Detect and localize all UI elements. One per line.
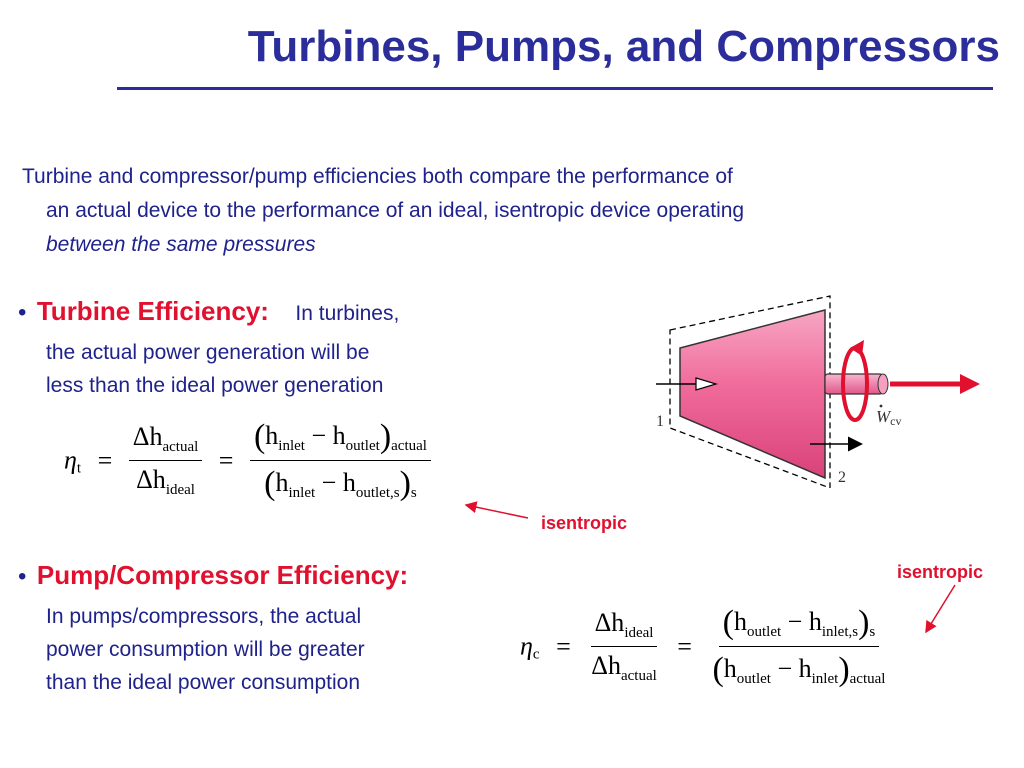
title-underline (117, 87, 993, 90)
pump-heading-row: • Pump/Compressor Efficiency: (18, 560, 408, 591)
isentropic-label-2: isentropic (897, 562, 984, 582)
pump-efficiency-equation: ηc = Δhideal Δhactual = (houtlet − hinle… (520, 604, 886, 688)
pump-line-2: power consumption will be greater (46, 638, 365, 661)
intro-paragraph: Turbine and compressor/pump efficiencies… (22, 160, 1002, 262)
turbine-heading-row: • Turbine Efficiency: In turbines, (18, 296, 399, 330)
isentropic-arrow-2 (925, 584, 956, 634)
turbine-heading: Turbine Efficiency: (36, 296, 269, 326)
turbine-line-2: the actual power generation will be (46, 341, 370, 364)
inlet-label: 1 (656, 413, 664, 430)
turbine-line-3: less than the ideal power generation (46, 374, 384, 397)
intro-line-2: an actual device to the performance of a… (46, 199, 745, 222)
intro-line-1: Turbine and compressor/pump efficiencies… (22, 165, 733, 188)
pump-line-3: than the ideal power consumption (46, 671, 361, 694)
bullet-turbine: • (18, 299, 27, 326)
pump-body: In pumps/compressors, the actual power c… (46, 600, 365, 699)
turbine-body: the actual power generation will be less… (46, 336, 383, 402)
turbine-body (679, 309, 826, 480)
outlet-label: 2 (838, 469, 846, 486)
page-title: Turbines, Pumps, and Compressors (247, 22, 1000, 71)
isentropic-label-1: isentropic (541, 513, 628, 533)
turbine-efficiency-equation: ηt = Δhactual Δhideal = (hinlet − houtle… (64, 418, 431, 503)
bullet-pump: • (18, 563, 27, 590)
turbine-lead-text: In turbines, (295, 302, 400, 325)
pump-line-1: In pumps/compressors, the actual (46, 605, 362, 628)
turbine-shaft (824, 373, 884, 395)
work-label: Wcv (876, 407, 902, 428)
pump-heading: Pump/Compressor Efficiency: (36, 560, 409, 590)
isentropic-arrow-1 (464, 501, 529, 519)
intro-line-3: between the same pressures (46, 233, 316, 256)
turbine-diagram: 1 2 Wcv (656, 295, 980, 488)
